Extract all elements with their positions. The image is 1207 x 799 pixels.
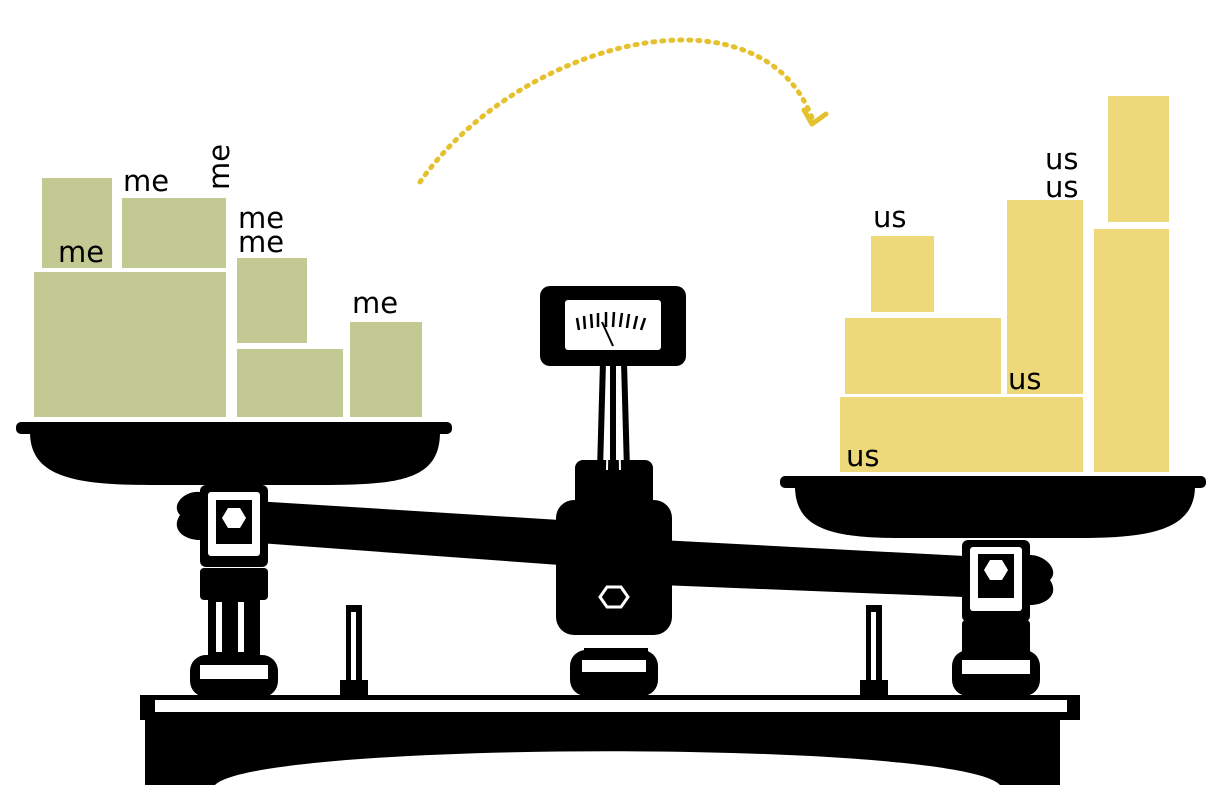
curved-dotted-arrow-icon (417, 37, 829, 185)
us-label: us (1045, 142, 1079, 176)
right-pan (780, 476, 1206, 538)
me-label: me (58, 235, 104, 269)
center-post (570, 650, 658, 696)
me-label: me (123, 164, 169, 198)
me-blocks (34, 178, 422, 417)
right-pillar (952, 620, 1040, 696)
us-label: us (846, 439, 880, 473)
right-bracket (962, 540, 1030, 622)
me-label: me (238, 225, 284, 259)
center-housing (556, 460, 672, 660)
us-blocks (840, 96, 1169, 472)
us-label: us (1008, 362, 1042, 396)
scale-base (140, 605, 1080, 785)
me-label: me (352, 286, 398, 320)
left-bracket (200, 485, 268, 567)
gauge-icon (540, 286, 686, 471)
us-label: us (873, 200, 907, 234)
left-pillar (190, 568, 278, 697)
me-label: me (202, 144, 236, 190)
us-label: us (1045, 170, 1079, 204)
me-label: me (238, 201, 284, 235)
left-pan (16, 422, 452, 485)
